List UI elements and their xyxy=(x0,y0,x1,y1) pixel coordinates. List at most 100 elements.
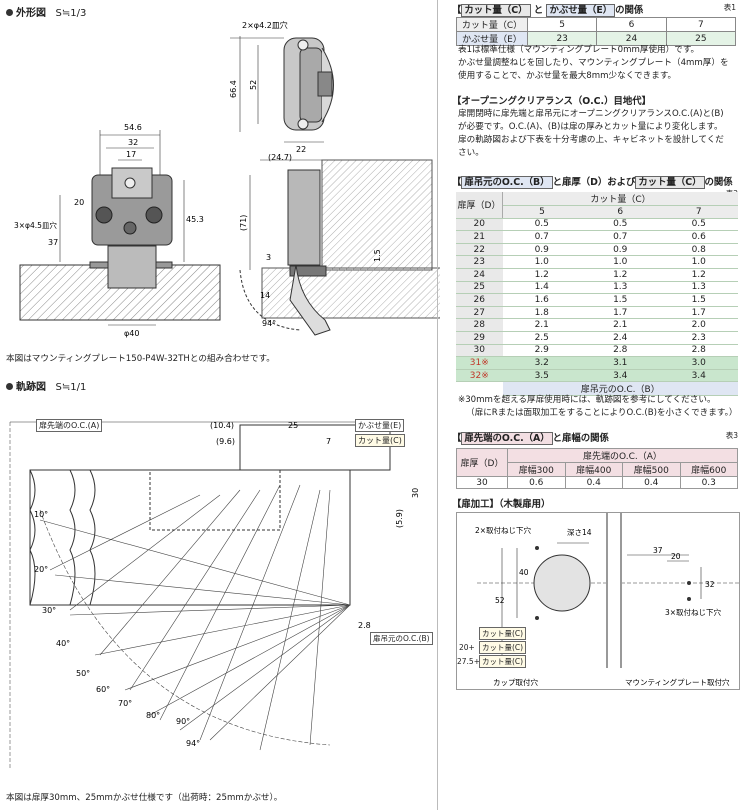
label-oc-b: 扉吊元のO.C.(B) xyxy=(370,632,433,645)
hinge-side-view xyxy=(239,159,440,336)
dim-71: (71) xyxy=(239,215,248,231)
table-row: 扉厚（D） カット量（C） xyxy=(456,192,738,219)
dim-37: 37 xyxy=(48,238,58,247)
dim-94deg: 94° xyxy=(262,319,276,328)
track-drawing: (10.4) 25 (9.6) 7 30 (5.9) 2.8 10° 20° 3… xyxy=(9,421,420,770)
dim-24-7: (24.7) xyxy=(268,153,292,162)
plate-hole-label: マウンティングプレート取付穴 xyxy=(625,677,730,687)
label-cut-c: カット量(C) xyxy=(355,434,405,447)
outline-heading: 外形図 S≒1/3 xyxy=(6,4,86,19)
angle-40: 40° xyxy=(56,639,70,648)
bullet-icon xyxy=(6,383,13,390)
table3: 扉厚（D） 扉先端のO.C.（A） 扉幅300 扉幅400 扉幅500 扉幅60… xyxy=(456,448,738,489)
proc-p20: 20+ xyxy=(459,643,475,652)
proc-d40: 40 xyxy=(519,568,529,577)
proc-d52: 52 xyxy=(495,596,505,605)
dim-14: 14 xyxy=(260,291,270,300)
angle-30: 30° xyxy=(42,606,56,615)
table-row: カット量（C） 5 6 7 xyxy=(456,17,737,32)
dim-32: 32 xyxy=(128,138,138,147)
track-d25: 25 xyxy=(288,421,298,430)
dim-66-4: 66.4 xyxy=(229,80,238,98)
angle-20: 20° xyxy=(34,565,48,574)
dim-45-3: 45.3 xyxy=(186,215,204,224)
processing-panel: 2×取付ねじ下穴 深さ14 40 52 マウンティングプレート取付穴 カップ取付… xyxy=(456,512,740,690)
column-divider xyxy=(437,0,438,810)
hinge-top-view xyxy=(230,36,334,143)
processing-title: 【扉加工】（木製扉用） xyxy=(452,499,551,510)
track-d9-6: (9.6) xyxy=(216,437,235,446)
dim-screw-top: 2×φ4.2皿穴 xyxy=(242,20,288,30)
hinge-front-view xyxy=(19,130,221,326)
dim-22: 22 xyxy=(296,145,306,154)
angle-94: 94° xyxy=(186,739,200,748)
table2-notes: ※30mmを超える厚扉使用時には、軌跡図を参考にしてください。 （扉にRまたは面… xyxy=(458,395,738,418)
door-arc-lines xyxy=(39,484,351,751)
track-d7: 7 xyxy=(326,437,331,446)
angle-70: 70° xyxy=(118,699,132,708)
angle-60: 60° xyxy=(96,685,110,694)
proc-cut1: カット量(C) xyxy=(479,627,527,640)
dim-screw-left: 3×φ4.5皿穴 xyxy=(14,220,57,230)
track-note: 本図は扉厚30mm、25mmかぶせ仕様です（出荷時：25mmかぶせ）。 xyxy=(6,793,283,803)
dim-3: 3 xyxy=(266,253,271,262)
proc-depth: 深さ14 xyxy=(567,528,592,537)
dim-52: 52 xyxy=(249,80,258,90)
table1-title: 【カット量（C） と かぶせ量（E）の関係 表1 xyxy=(452,3,736,17)
track-d2-8: 2.8 xyxy=(358,621,371,630)
angle-10: 10° xyxy=(34,510,48,519)
oc-paragraph: 扉開閉時に扉先端と扉吊元にオープニングクリアランスO.C.(A)と(B) が必要… xyxy=(458,109,724,158)
table3-title: 【扉先端のO.C.（A）と扉幅の関係 表3 xyxy=(452,431,738,445)
angle-50: 50° xyxy=(76,669,90,678)
outline-drawing: 2×φ4.2皿穴 66.4 52 22 54.6 32 17 20 45.3 3… xyxy=(14,20,440,338)
table1-notes: 表1は標準仕様（マウンティングプレート0mm厚使用）です。 かぶせ量調整ねじを回… xyxy=(458,45,729,81)
dim-54-6: 54.6 xyxy=(124,123,142,132)
table-row: 30 0.6 0.4 0.4 0.3 xyxy=(456,476,738,489)
oc-title: 【オープニングクリアランス（O.C.）目地代】 xyxy=(452,96,651,107)
proc-screw3: 3×取付ねじ下穴 xyxy=(665,607,722,617)
track-d10-4: (10.4) xyxy=(210,421,234,430)
label-kabuse-e: かぶせ量(E) xyxy=(355,419,405,432)
track-d30: 30 xyxy=(411,488,420,498)
dim-1-5: 1.5 xyxy=(373,249,382,262)
table-row: 扉幅300 扉幅400 扉幅500 扉幅600 xyxy=(457,462,738,477)
angle-80: 80° xyxy=(146,711,160,720)
track-d5-9: (5.9) xyxy=(395,509,404,528)
proc-d32: 32 xyxy=(705,580,715,589)
table-row: 5 6 7 xyxy=(456,205,738,219)
dim-20: 20 xyxy=(74,198,84,207)
table-row: かぶせ量（E） 23 24 25 xyxy=(456,31,737,46)
angle-90: 90° xyxy=(176,717,190,726)
bullet-icon xyxy=(6,9,13,16)
processing-drawing: 2×取付ねじ下穴 深さ14 40 52 マウンティングプレート取付穴 カップ取付… xyxy=(475,513,739,687)
table-row: 扉吊元のO.C.（B） xyxy=(456,381,738,397)
track-heading: 軌跡図 S≒1/1 xyxy=(6,378,86,393)
table1: カット量（C） 5 6 7 かぶせ量（E） 23 24 25 xyxy=(456,17,737,46)
proc-d37: 37 xyxy=(653,546,663,555)
label-oc-a: 扉先端のO.C.(A) xyxy=(36,419,103,432)
table-row: 扉厚（D） 扉先端のO.C.（A） xyxy=(456,448,738,477)
cup-hole-label: カップ取付穴 xyxy=(493,677,538,687)
proc-d20: 20 xyxy=(671,552,681,561)
dim-17: 17 xyxy=(126,150,136,159)
dim-d40: φ40 xyxy=(124,329,139,338)
proc-cut3: カット量(C) xyxy=(479,655,527,668)
outline-note: 本図はマウンティングプレート150-P4W-32THとの組み合わせです。 xyxy=(6,354,275,364)
proc-p275: 27.5+ xyxy=(457,657,480,666)
proc-cut2: カット量(C) xyxy=(479,641,527,654)
proc-screw: 2×取付ねじ下穴 xyxy=(475,525,532,535)
track-frame xyxy=(9,421,391,770)
